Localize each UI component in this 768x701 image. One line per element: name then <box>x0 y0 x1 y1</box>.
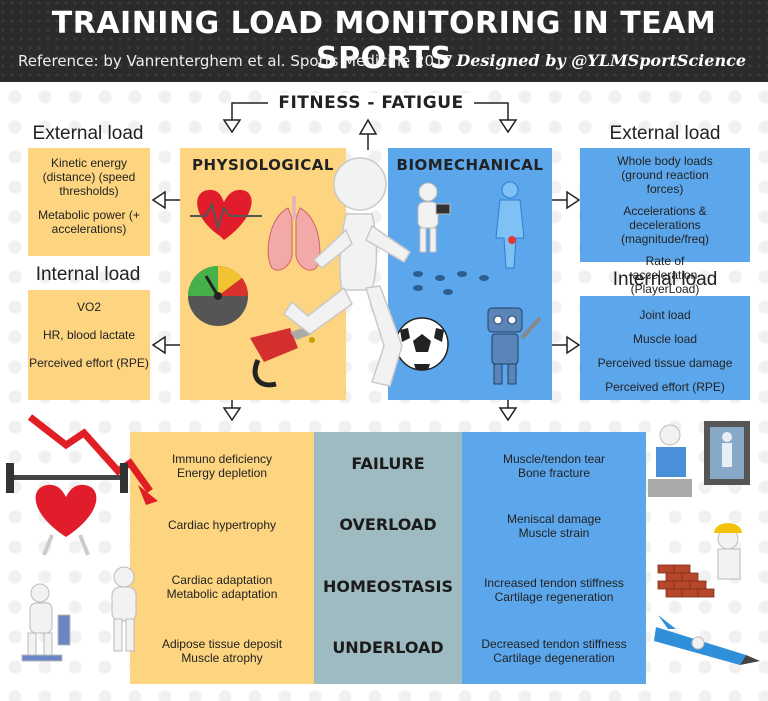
physio-internal-heading: Internal load <box>35 264 141 285</box>
robot-figure-icon <box>487 307 542 385</box>
biomech-internal-item: Joint load <box>639 308 691 322</box>
level-underload: UNDERLOAD <box>332 638 444 657</box>
biomech-external-item: Accelerations & decelerations (magnitude… <box>620 204 710 246</box>
gauge-icon <box>188 266 248 326</box>
page-title: Training Load Monitoring in Team Sports <box>51 6 717 76</box>
outcome-line: Muscle strain <box>518 526 590 540</box>
footprints-icon <box>413 271 489 295</box>
declining-arrow-icon <box>27 414 158 505</box>
outcome-line: Muscle/tendon tear <box>502 452 606 466</box>
fitness-fatigue-label: FITNESS - FATIGUE <box>268 93 474 113</box>
soccer-ball-icon <box>395 317 449 371</box>
barbell-heart-icon <box>6 463 128 556</box>
outcome-line: Meniscal damage <box>506 512 602 526</box>
outcome-line: Increased tendon stiffness <box>484 576 624 590</box>
biomech-external-item: Rate of acceleration (PlayerLoad) <box>630 254 700 296</box>
level-failure: FAILURE <box>351 454 425 473</box>
biomech-outcome-failure: Muscle/tendon tear Bone fracture <box>472 452 636 480</box>
body-outline-icon <box>495 181 525 269</box>
physiological-title: PHYSIOLOGICAL <box>192 156 334 174</box>
physio-external-item: Kinetic energy (distance) (speed thresho… <box>42 156 136 198</box>
level-homeostasis: HOMEOSTASIS <box>322 577 454 596</box>
biomech-external-box: Whole body loads (ground reaction forces… <box>580 148 750 296</box>
biomechanical-illustrations <box>395 181 542 385</box>
biomech-outcome-homeostasis: Increased tendon stiffness Cartilage reg… <box>472 576 636 604</box>
physiological-illustrations <box>188 189 321 388</box>
physio-external-item: Metabolic power (+ accelerations) <box>38 208 140 236</box>
running-figure-icon <box>282 157 412 387</box>
outcome-line: Energy depletion <box>176 466 268 480</box>
header-banner <box>0 0 768 82</box>
biomech-internal-item: Perceived tissue damage <box>597 356 733 370</box>
lungs-icon <box>267 196 321 271</box>
physio-outcome-underload: Adipose tissue deposit Muscle atrophy <box>140 637 304 665</box>
physio-internal-item: VO2 <box>76 300 101 314</box>
biomech-internal-item: Muscle load <box>632 332 698 346</box>
load-levels-panel <box>314 432 462 684</box>
biomech-internal-heading: Internal load <box>612 269 718 290</box>
right-illustrations <box>648 421 760 665</box>
left-illustrations <box>6 414 158 662</box>
outcome-line: Metabolic adaptation <box>166 587 278 601</box>
outcome-line: Cartilage regeneration <box>494 590 614 604</box>
biomech-external-item: Whole body loads (ground reaction forces… <box>617 154 713 196</box>
physio-internal-item: HR, blood lactate <box>42 328 136 342</box>
outcome-line: Cardiac adaptation <box>171 573 273 587</box>
figure-with-blood-bag-icon <box>21 566 137 662</box>
outcome-line: Decreased tendon stiffness <box>481 637 627 651</box>
level-overload: OVERLOAD <box>339 515 437 534</box>
figure-with-tablet-icon <box>417 182 451 253</box>
fuel-nozzle-icon <box>250 326 315 388</box>
biomech-internal-box: Joint load Muscle load Perceived tissue … <box>580 296 750 400</box>
biomechanical-title: BIOMECHANICAL <box>396 156 544 174</box>
physio-outcome-failure: Immuno deficiency Energy depletion <box>140 452 304 480</box>
outcome-line: Muscle atrophy <box>181 651 263 665</box>
physio-external-box: Kinetic energy (distance) (speed thresho… <box>28 148 150 256</box>
outcome-line: Cardiac hypertrophy <box>167 518 277 532</box>
biomech-internal-item: Perceived effort (RPE) <box>605 380 725 394</box>
outcome-line: Immuno deficiency <box>171 452 273 466</box>
physio-outcomes-panel <box>130 432 314 684</box>
physio-external-heading: External load <box>32 123 144 144</box>
biomech-outcome-overload: Meniscal damage Muscle strain <box>472 512 636 540</box>
outcome-line: Cartilage degeneration <box>493 651 615 665</box>
designer-credit: Designed by @YLMSportScience <box>456 51 746 70</box>
figure-xray-icon <box>648 421 750 497</box>
biomech-outcomes-panel <box>462 432 646 684</box>
outcome-line: Bone fracture <box>517 466 591 480</box>
physio-internal-box: VO2 HR, blood lactate Perceived effort (… <box>28 290 150 400</box>
reference-text: Reference: by Vanrenterghem et al. Sport… <box>18 52 454 70</box>
physio-outcome-overload: Cardiac hypertrophy <box>140 518 304 532</box>
physio-outcome-homeostasis: Cardiac adaptation Metabolic adaptation <box>140 573 304 601</box>
rocket-icon <box>654 615 760 665</box>
heart-icon <box>190 189 262 240</box>
biomech-external-heading: External load <box>609 123 721 144</box>
outcome-line: Adipose tissue deposit <box>161 637 283 651</box>
physio-internal-item: Perceived effort (RPE) <box>29 356 149 370</box>
biomech-outcome-underload: Decreased tendon stiffness Cartilage deg… <box>472 637 636 665</box>
builder-bricks-icon <box>657 523 742 598</box>
